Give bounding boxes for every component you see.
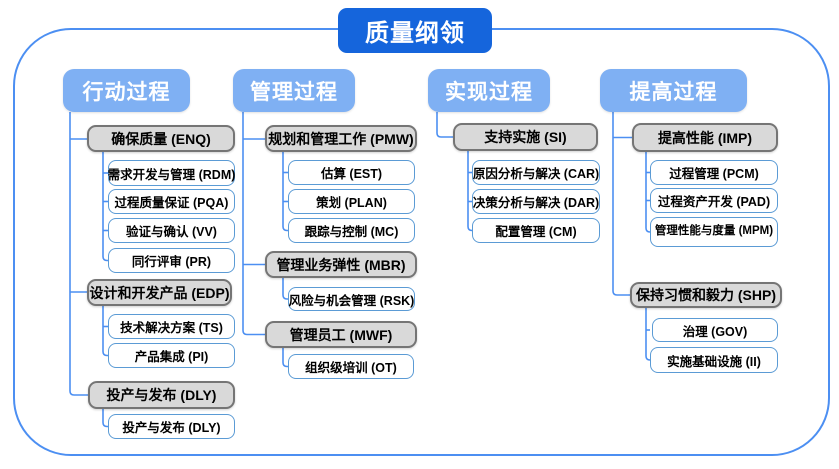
leaf-node-pr[interactable]: 同行评审 (PR) — [108, 248, 235, 273]
group-node-edp[interactable]: 设计和开发产品 (EDP) — [87, 279, 232, 306]
branch-header-improvement[interactable]: 提高过程 — [600, 69, 747, 112]
group-node-enq[interactable]: 确保质量 (ENQ) — [87, 125, 235, 152]
leaf-node-pqa[interactable]: 过程质量保证 (PQA) — [108, 189, 235, 214]
leaf-node-ii[interactable]: 实施基础设施 (II) — [650, 347, 778, 373]
leaf-node-mc[interactable]: 跟踪与控制 (MC) — [288, 218, 415, 243]
branch-header-management[interactable]: 管理过程 — [233, 69, 355, 112]
leaf-node-rdm[interactable]: 需求开发与管理 (RDM) — [108, 160, 235, 186]
leaf-node-dly-sub[interactable]: 投产与发布 (DLY) — [108, 414, 235, 439]
leaf-node-pi[interactable]: 产品集成 (PI) — [108, 343, 235, 368]
group-node-imp[interactable]: 提高性能 (IMP) — [632, 123, 778, 152]
group-node-dly[interactable]: 投产与发布 (DLY) — [88, 381, 235, 409]
leaf-node-ot[interactable]: 组织级培训 (OT) — [288, 354, 414, 379]
group-node-mbr[interactable]: 管理业务弹性 (MBR) — [265, 251, 417, 278]
group-node-pmw[interactable]: 规划和管理工作 (PMW) — [265, 125, 417, 152]
leaf-node-pad[interactable]: 过程资产开发 (PAD) — [650, 188, 778, 213]
leaf-node-plan[interactable]: 策划 (PLAN) — [288, 189, 415, 214]
group-node-mwf[interactable]: 管理员工 (MWF) — [265, 321, 417, 348]
branch-header-implementation[interactable]: 实现过程 — [428, 69, 550, 112]
leaf-node-ts[interactable]: 技术解决方案 (TS) — [108, 314, 235, 339]
leaf-node-vv[interactable]: 验证与确认 (VV) — [108, 218, 235, 243]
leaf-node-cm[interactable]: 配置管理 (CM) — [472, 218, 600, 243]
group-node-si[interactable]: 支持实施 (SI) — [453, 123, 598, 151]
leaf-node-pcm[interactable]: 过程管理 (PCM) — [650, 160, 778, 185]
diagram-title[interactable]: 质量纲领 — [338, 8, 492, 53]
leaf-node-mpm[interactable]: 管理性能与度量 (MPM) — [650, 217, 778, 247]
group-node-shp[interactable]: 保持习惯和毅力 (SHP) — [630, 282, 782, 308]
leaf-node-dar[interactable]: 决策分析与解决 (DAR) — [472, 189, 600, 214]
leaf-node-car[interactable]: 原因分析与解决 (CAR) — [472, 160, 600, 185]
branch-header-action[interactable]: 行动过程 — [63, 69, 190, 112]
leaf-node-gov[interactable]: 治理 (GOV) — [652, 318, 778, 342]
leaf-node-rsk[interactable]: 风险与机会管理 (RSK) — [288, 287, 415, 311]
leaf-node-est[interactable]: 估算 (EST) — [288, 160, 415, 185]
